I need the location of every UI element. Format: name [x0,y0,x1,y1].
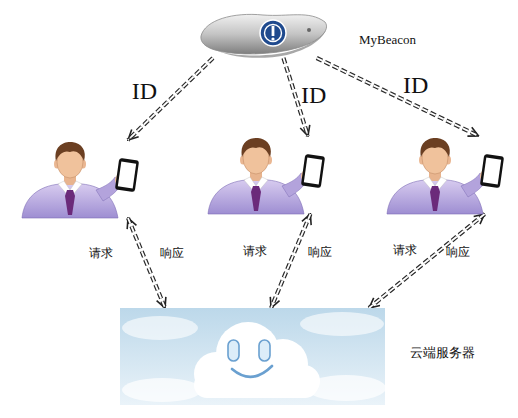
person-figure [206,136,326,214]
hair [55,142,84,161]
beacon-logo [260,20,286,46]
beacon-node: MyBeacon [197,8,330,58]
cloud-eye [259,340,270,361]
person-node [385,136,505,214]
phone-body [115,158,139,192]
edge-label: 请求 [89,245,113,262]
edge-label: 请求 [393,242,417,259]
tie [430,186,440,211]
arrow-core [128,218,165,308]
tie [251,186,261,211]
cloud-node: 云端服务器 [120,308,385,405]
person-figure [20,140,140,218]
phone [301,154,325,188]
beacon-dot [307,28,311,32]
node-label: 云端服务器 [410,344,475,362]
cloud-server [120,308,385,405]
phone [115,158,139,192]
edge-label: ID [301,82,326,109]
response-label: 响应 [308,244,332,261]
phone-screen [118,162,136,189]
arrow-core [128,58,213,140]
beacon-logo-mark [272,26,275,36]
cloud-eye [228,340,239,361]
beacon-logo-dot [271,37,274,40]
phone-screen [483,158,501,185]
dashed-arrow [369,214,485,308]
hair [241,138,270,157]
edge-label: ID [132,78,157,105]
person-figure [385,136,505,214]
sky-panel [120,308,385,405]
soft-cloud [122,316,198,340]
arrow-core [317,58,479,136]
response-label: 响应 [446,244,470,261]
dashed-arrow [271,214,310,308]
dashed-arrow [128,218,165,308]
response-label: 响应 [160,245,184,262]
phone [480,154,504,188]
node-label: MyBeacon [359,32,416,48]
tie [65,190,75,215]
person-node [20,140,140,218]
hair [420,138,449,157]
edge-label: ID [403,72,428,99]
main-cloud [194,322,320,398]
edge-label: 请求 [243,243,267,260]
beacon-logo-ring [265,25,282,42]
dashed-arrow [128,58,213,140]
person-node [206,136,326,214]
phone-body [301,154,325,188]
soft-cloud [300,312,384,336]
dashed-arrow [317,58,479,136]
cloud-smile [232,366,272,377]
soft-cloud [122,378,202,402]
connector-group [128,58,485,308]
beacon-device [197,8,330,58]
phone-screen [304,158,322,185]
arrow-core [271,214,310,308]
arrow-core [369,214,485,308]
phone-body [480,154,504,188]
beacon-body [201,14,327,54]
